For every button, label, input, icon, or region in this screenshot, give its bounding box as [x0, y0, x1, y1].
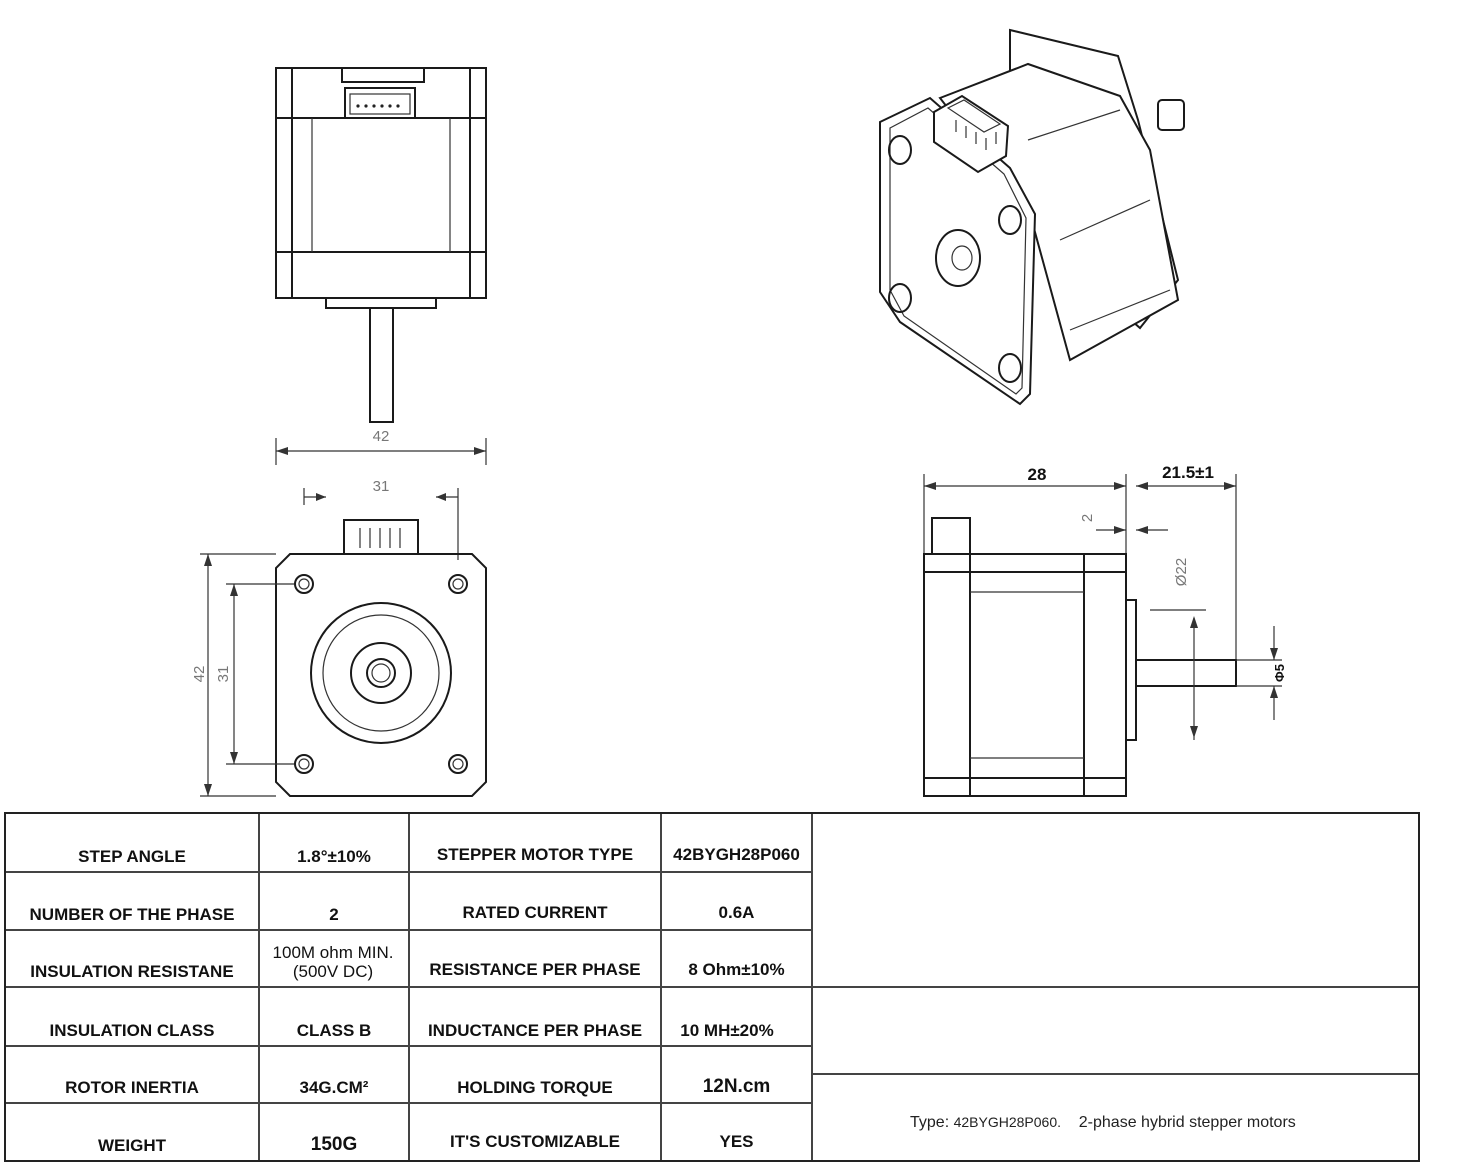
- spec-label: INSULATION CLASS: [49, 1021, 215, 1041]
- spec-label: INSULATION RESISTANE: [30, 962, 234, 982]
- spec-label: NUMBER OF THE PHASE: [29, 905, 235, 925]
- top-side-view: [275, 67, 487, 423]
- spec-value: 10 MH±20%: [680, 1021, 774, 1041]
- step-angle-value: 1.8°±10%: [297, 847, 371, 867]
- spec-value: 2: [329, 905, 339, 925]
- spec-label: STEP ANGLE: [78, 847, 186, 867]
- type-note: Type: 42BYGH28P060. 2-phase hybrid stepp…: [910, 1114, 1296, 1132]
- spec-value: 150G: [310, 1134, 358, 1156]
- dim-side-flange: 2: [1079, 514, 1096, 522]
- dim-front-width: 42: [373, 428, 390, 445]
- spec-value: 34G.CM²: [299, 1078, 369, 1098]
- spec-label: STEPPER MOTOR TYPE: [436, 845, 634, 865]
- spec-label: HOLDING TORQUE: [457, 1078, 613, 1098]
- spec-table: STEP ANGLE 1.8°±10% STEPPER MOTOR TYPE 4…: [4, 812, 1420, 1162]
- spec-value: 8 Ohm±10%: [688, 960, 785, 980]
- type-description: 2-phase hybrid stepper motors: [1078, 1114, 1296, 1131]
- spec-label: INDUCTANCE PER PHASE: [427, 1021, 643, 1041]
- spec-value: CLASS B: [296, 1021, 372, 1041]
- front-view: 42 31 42: [191, 428, 487, 797]
- spec-value: YES: [719, 1132, 754, 1152]
- spec-label: RATED CURRENT: [462, 903, 608, 923]
- type-prefix: Type:: [910, 1114, 950, 1131]
- dim-side-length: 28: [1028, 465, 1047, 484]
- spec-label: IT'S CUSTOMIZABLE: [450, 1132, 620, 1152]
- isometric-view: [879, 28, 1185, 406]
- spec-label: WEIGHT: [98, 1136, 166, 1156]
- spec-value: 12N.cm: [702, 1076, 771, 1098]
- spec-value: 42BYGH28P060: [673, 845, 800, 865]
- side-view: 28 21.5±1 2 Ø22: [923, 463, 1287, 797]
- motor-technical-drawing: 42 31 42: [191, 28, 1287, 797]
- spec-value: 1.8°±10%: [260, 814, 408, 871]
- spec-label: RESISTANCE PER PHASE: [429, 960, 641, 980]
- dim-front-height: 42: [191, 666, 208, 683]
- spec-value: 0.6A: [718, 903, 755, 923]
- spec-value: 100M ohm MIN. (500V DC): [272, 942, 394, 982]
- spec-label: ROTOR INERTIA: [65, 1078, 199, 1098]
- dim-front-hole-spacing-h: 31: [373, 478, 390, 495]
- dim-front-hole-spacing-v: 31: [215, 666, 232, 683]
- type-model: 42BYGH28P060.: [953, 1114, 1061, 1130]
- dim-side-boss-dia: Ø22: [1173, 558, 1190, 586]
- dim-side-shaft-length: 21.5±1: [1162, 463, 1214, 482]
- dim-side-shaft-dia: Φ5: [1272, 664, 1287, 682]
